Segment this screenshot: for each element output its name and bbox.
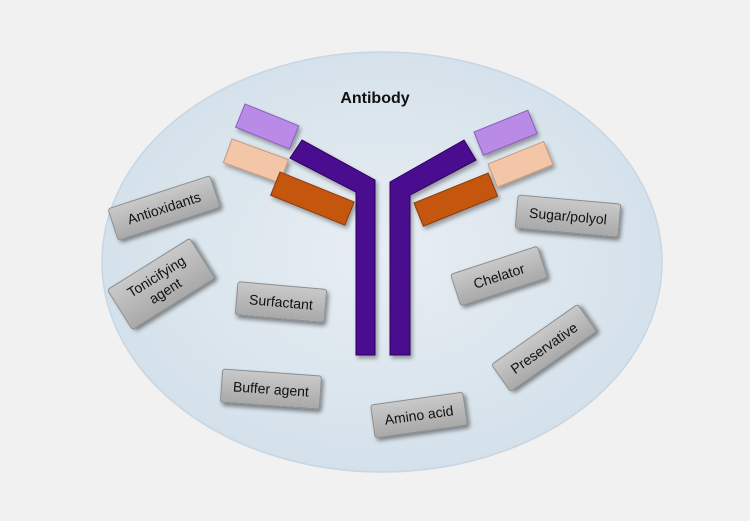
heavy-chain-left [289,139,376,356]
light-chain-right [413,109,554,227]
variable-light-right-bottom [487,140,554,188]
antibody-title: Antibody [340,90,410,107]
variable-light-left-top [234,103,300,150]
constant-light-left [269,171,355,226]
light-chain-left [222,103,355,226]
excipient-buffer-agent: Buffer agent [219,368,323,410]
heavy-chain-right [389,139,477,356]
constant-light-right [413,172,499,227]
variable-light-right-top [473,109,538,156]
variable-light-left-bottom [222,138,290,184]
